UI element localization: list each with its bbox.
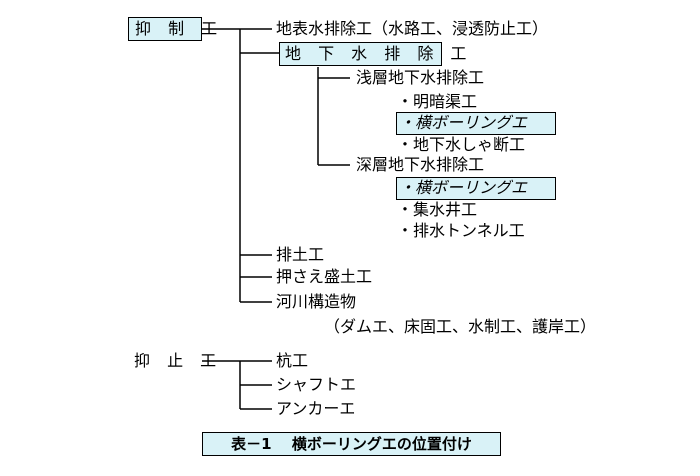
suppression-works-label: 抑 制 工 — [135, 19, 224, 38]
shallow-item-cutoff: ・地下水しゃ断工 — [397, 135, 526, 154]
groundwater-drainage-label: 地 下 水 排 除 工 — [285, 44, 473, 63]
shaft-works: シャフトエ — [276, 375, 357, 394]
deep-groundwater-drainage: 深層地下水排除工 — [356, 155, 485, 174]
shallow-groundwater-drainage: 浅層地下水排除工 — [356, 68, 485, 87]
deep-item-drainage-tunnel: ・排水トンネル工 — [397, 221, 525, 240]
deep-item-catchment-well: ・集水井工 — [397, 200, 478, 219]
horizontal-boring-label: ・横ボーリングエ — [399, 178, 528, 197]
restraint-works-root: 抑 止 工 — [134, 351, 223, 370]
soil-removal-works: 排土工 — [276, 245, 325, 264]
table-caption: 表－1 横ボーリングエの位置付け — [202, 432, 501, 456]
river-structures: 河川構造物 — [276, 292, 357, 311]
surface-water-drainage: 地表水排除工（水路工、浸透防止工） — [276, 19, 549, 38]
horizontal-boring-label: ・横ボーリングエ — [399, 113, 528, 132]
table-caption-text: 表－1 横ボーリングエの位置付け — [231, 435, 472, 453]
pile-works: 杭工 — [276, 351, 309, 370]
shallow-item-open-drain: ・明暗渠工 — [397, 92, 478, 111]
anchor-works: アンカーエ — [276, 399, 356, 418]
suppression-works-root: 抑 制 工 — [128, 17, 217, 41]
river-structures-detail: （ダムエ、床固工、水制工、護岸工） — [324, 317, 597, 336]
groundwater-drainage-box: 地 下 水 排 除 工 — [279, 42, 466, 66]
counterweight-fill-works: 押さえ盛土工 — [276, 267, 373, 286]
deep-item-horizontal-boring: ・横ボーリングエ — [396, 177, 556, 200]
shallow-item-horizontal-boring: ・横ボーリングエ — [396, 112, 556, 135]
